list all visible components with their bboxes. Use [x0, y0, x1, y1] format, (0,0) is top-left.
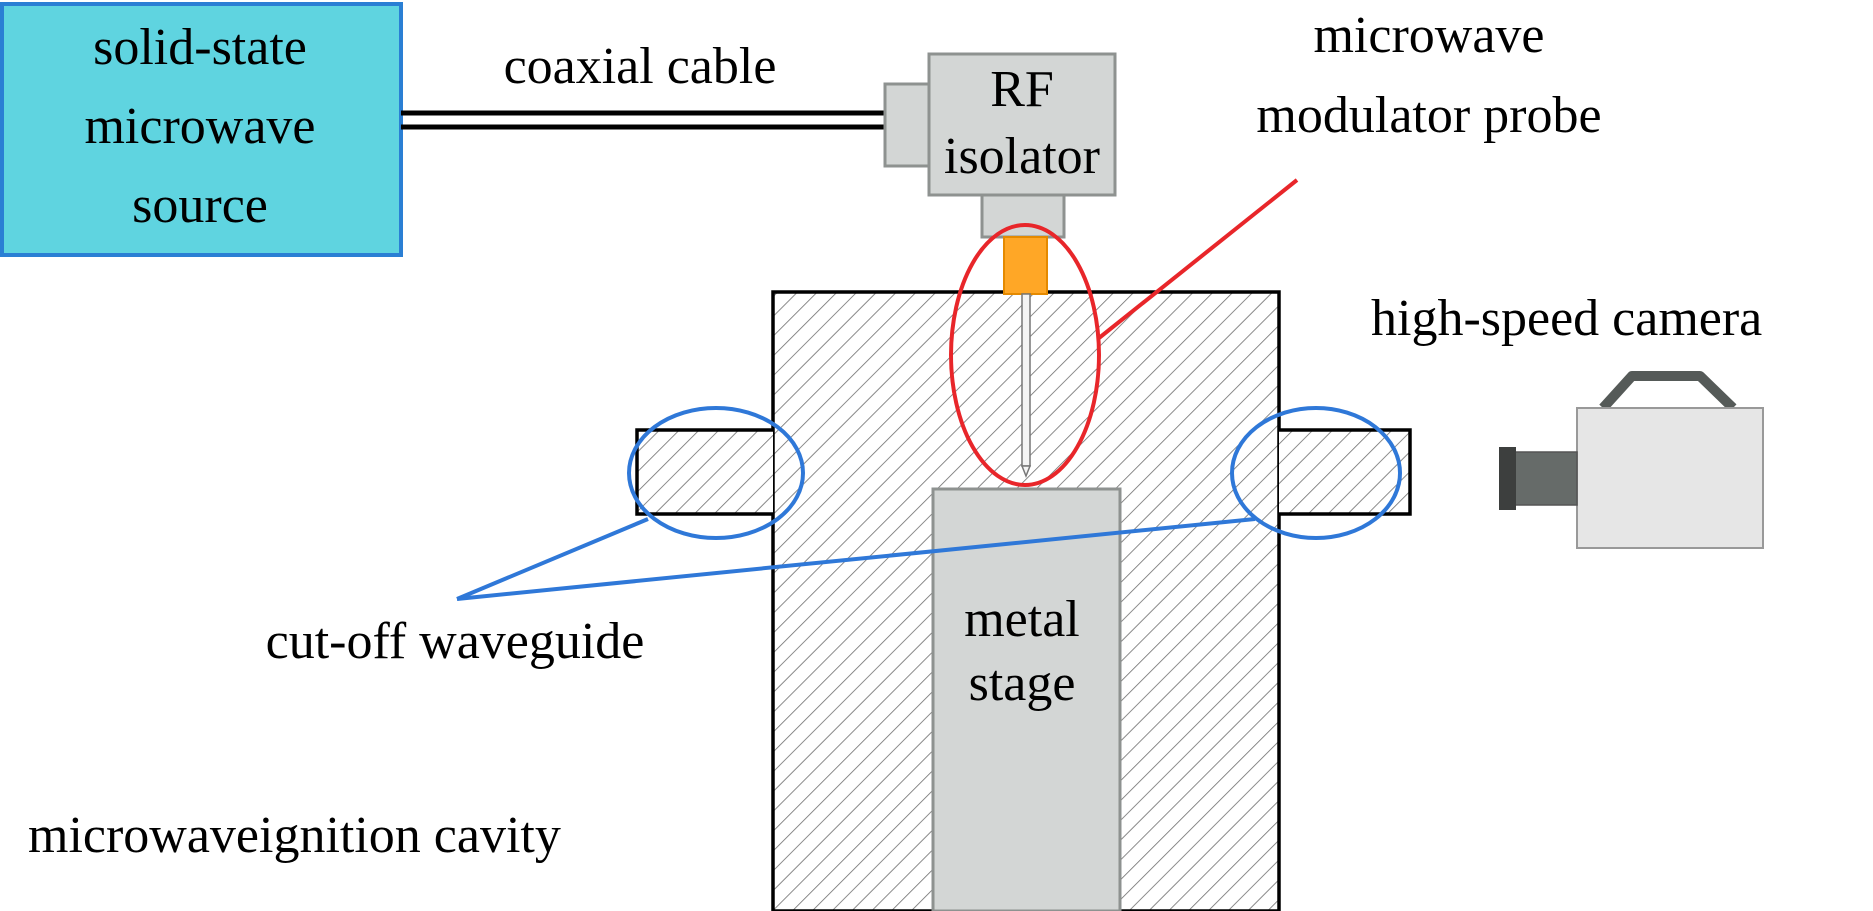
waveguide-callout-left	[456, 517, 649, 601]
high-speed-camera: high-speed camera	[1371, 290, 1764, 549]
probe-callout-line	[1097, 178, 1299, 340]
waveguide-left-highlight	[627, 406, 805, 540]
metal-stage-block	[931, 487, 1122, 911]
coaxial-cable-label: coaxial cable	[504, 38, 777, 95]
modulator-probe: microwave modulator probe	[949, 7, 1602, 487]
metal-stage-label-line-1: metal	[964, 591, 1080, 648]
coaxial-cable: coaxial cable	[401, 38, 885, 130]
cavity-left-waveguide	[637, 430, 773, 514]
isolator-side-connector	[883, 82, 931, 168]
waveguide-callout-right	[456, 517, 1256, 601]
cavity-right-waveguide-outline	[1279, 428, 1412, 516]
isolator-bottom-connector	[980, 193, 1066, 239]
source-box	[0, 2, 403, 257]
isolator-label-line-2: isolator	[944, 128, 1100, 185]
waveguide-right-highlight	[1230, 406, 1402, 540]
cavity-right-waveguide	[1279, 430, 1410, 514]
camera-label: high-speed camera	[1371, 290, 1762, 347]
metal-stage: metal stage	[931, 487, 1122, 911]
camera-lens-rim	[1499, 447, 1516, 510]
rf-isolator: RF isolator	[883, 52, 1117, 239]
probe-label-line-1: microwave	[1313, 7, 1544, 64]
cavity-label: microwaveignition cavity	[28, 807, 561, 864]
isolator-body	[927, 52, 1117, 197]
cut-off-waveguide: cut-off waveguide	[266, 406, 1402, 670]
microwave-source: solid-state microwave source	[0, 2, 403, 257]
source-label-line-3: source	[132, 177, 268, 234]
source-label-line-2: microwave	[84, 98, 315, 155]
isolator-label-line-1: RF	[990, 61, 1054, 118]
waveguide-label: cut-off waveguide	[266, 613, 645, 670]
camera-lens	[1509, 451, 1578, 506]
probe-needle	[1021, 293, 1031, 467]
probe-tip-block	[1003, 236, 1048, 295]
cavity-left-waveguide-outline	[635, 428, 773, 516]
metal-stage-label-line-2: stage	[969, 655, 1076, 712]
camera-body	[1576, 407, 1764, 549]
source-label-line-1: solid-state	[93, 19, 307, 76]
probe-needle-point	[1020, 465, 1032, 479]
probe-highlight-ellipse	[949, 223, 1101, 487]
probe-label-line-2: modulator probe	[1256, 87, 1601, 144]
camera-handle	[1599, 371, 1737, 412]
